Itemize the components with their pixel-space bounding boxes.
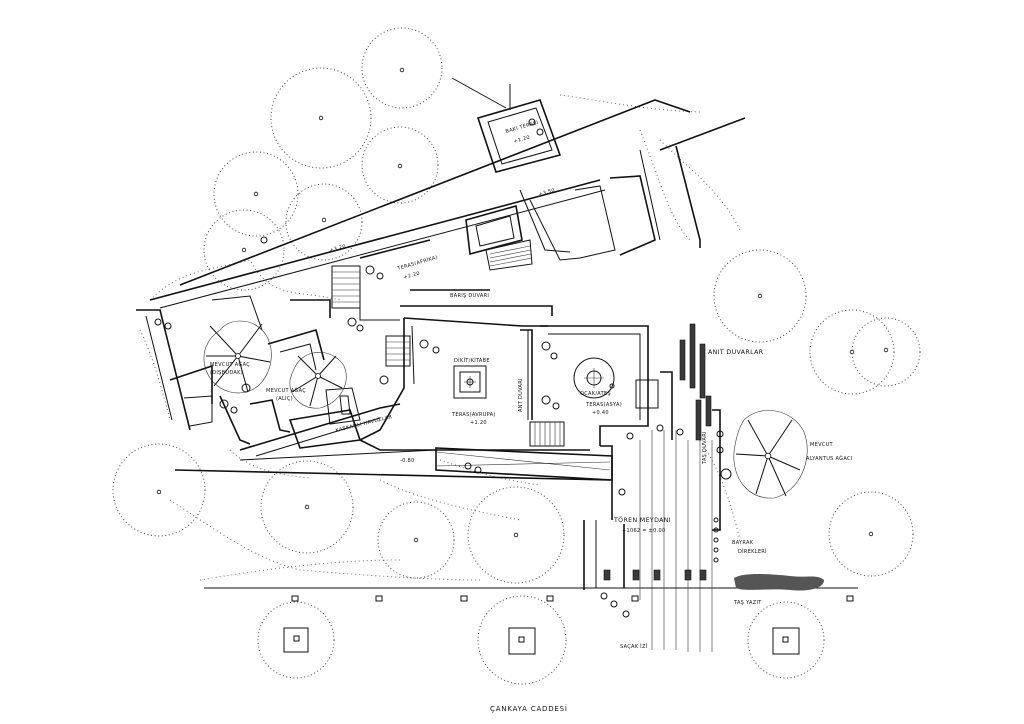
label-mevcut-agac-1a: MEVCUT AĞAÇ [210, 361, 250, 368]
label-mevcut-agac-2b: (ALIÇ) [276, 396, 293, 402]
label-street-name: ÇANKAYA CADDESİ [490, 704, 568, 713]
label-mevcut-agac-2a: MEVCUT AĞAÇ [266, 387, 306, 394]
lower-steps [529, 421, 565, 447]
label-baki-level: +1.20 [513, 135, 531, 145]
left-tree-enclosures [136, 295, 325, 445]
label-toren-meydani: TÖREN MEYDANI [613, 515, 671, 524]
upper-terrace-walls [149, 99, 746, 309]
label-mevcut-alyantus-a: MEVCUT [810, 442, 834, 448]
teras-avrupa [358, 317, 590, 451]
label-sacak-izi: SAÇAK İZİ [620, 643, 647, 650]
label-teras-avrupa-level: +1.20 [470, 420, 487, 426]
teras-asya [540, 325, 649, 446]
mevcut-agac-alic-drawing [289, 352, 347, 409]
label-mevcut-alyantus-b: ALYANTUS AĞACI [806, 455, 853, 462]
label-baki-terasi: BAKI TERASI [505, 120, 539, 135]
label-dikit-kitabe: DİKİT/KİTABE [454, 357, 490, 364]
label-anit-duvarlar: ANIT DUVARLAR [708, 349, 764, 356]
label-teras-avrupa: TERAS(AVRUPA) [451, 412, 496, 418]
street-tree-pits [283, 627, 800, 655]
asya-side-blocks [600, 371, 673, 520]
label-teras-afrika: TERAS(AFRİKA) [396, 254, 439, 273]
tree-trunks [156, 67, 889, 543]
label-level-350: +3.50 [538, 188, 556, 198]
label-tas-duvari: TAŞ DUVARI [702, 431, 708, 465]
bayrak-direkleri [603, 517, 719, 581]
baki-terrace [451, 77, 562, 173]
label-teras-asya-level: +0.40 [592, 410, 609, 416]
toren-meydani [583, 430, 713, 652]
shrub-symbols [154, 118, 724, 618]
label-kaskadli-havuzlar: KASKADLI HAVUZLAR [335, 414, 393, 434]
label-teras-afrika-level: +2.20 [403, 271, 421, 281]
label-ant-duvari: ANT DUVARI [518, 378, 524, 412]
tas-yazit [734, 574, 824, 591]
label-toren-level: +1062 = ±0.00 [622, 528, 666, 534]
label-ocak-ates: OCAK/ATEŞ [580, 391, 611, 397]
mevcut-agac-disbudak-drawing [203, 320, 272, 394]
upper-stair-block [465, 204, 533, 271]
label-level-320: +3.20 [329, 244, 347, 254]
label-mevcut-agac-1b: (DIŞBUDAK) [210, 370, 243, 376]
label-baris-duvari: BARIŞ DUVARI [450, 293, 489, 299]
label-bayrak-b: DİREKLERİ [738, 548, 767, 555]
left-stairs [331, 265, 411, 367]
label-level-080: -0.80 [400, 458, 414, 464]
label-teras-asya: TERAS(ASYA) [585, 402, 622, 408]
label-tas-yazit: TAŞ YAZIT [733, 600, 762, 606]
label-bayrak-a: BAYRAK [732, 540, 754, 546]
mevcut-alyantus-agaci-drawing [733, 410, 808, 499]
vegetation-stipple [139, 94, 741, 581]
existing-tree-canopies [112, 27, 921, 685]
tas-duvari [712, 409, 732, 531]
teras-afrika-walls [290, 272, 553, 321]
street-bollards [291, 595, 854, 602]
anit-duvarlar [679, 323, 712, 441]
kaskadli-havuzlar [174, 387, 613, 481]
